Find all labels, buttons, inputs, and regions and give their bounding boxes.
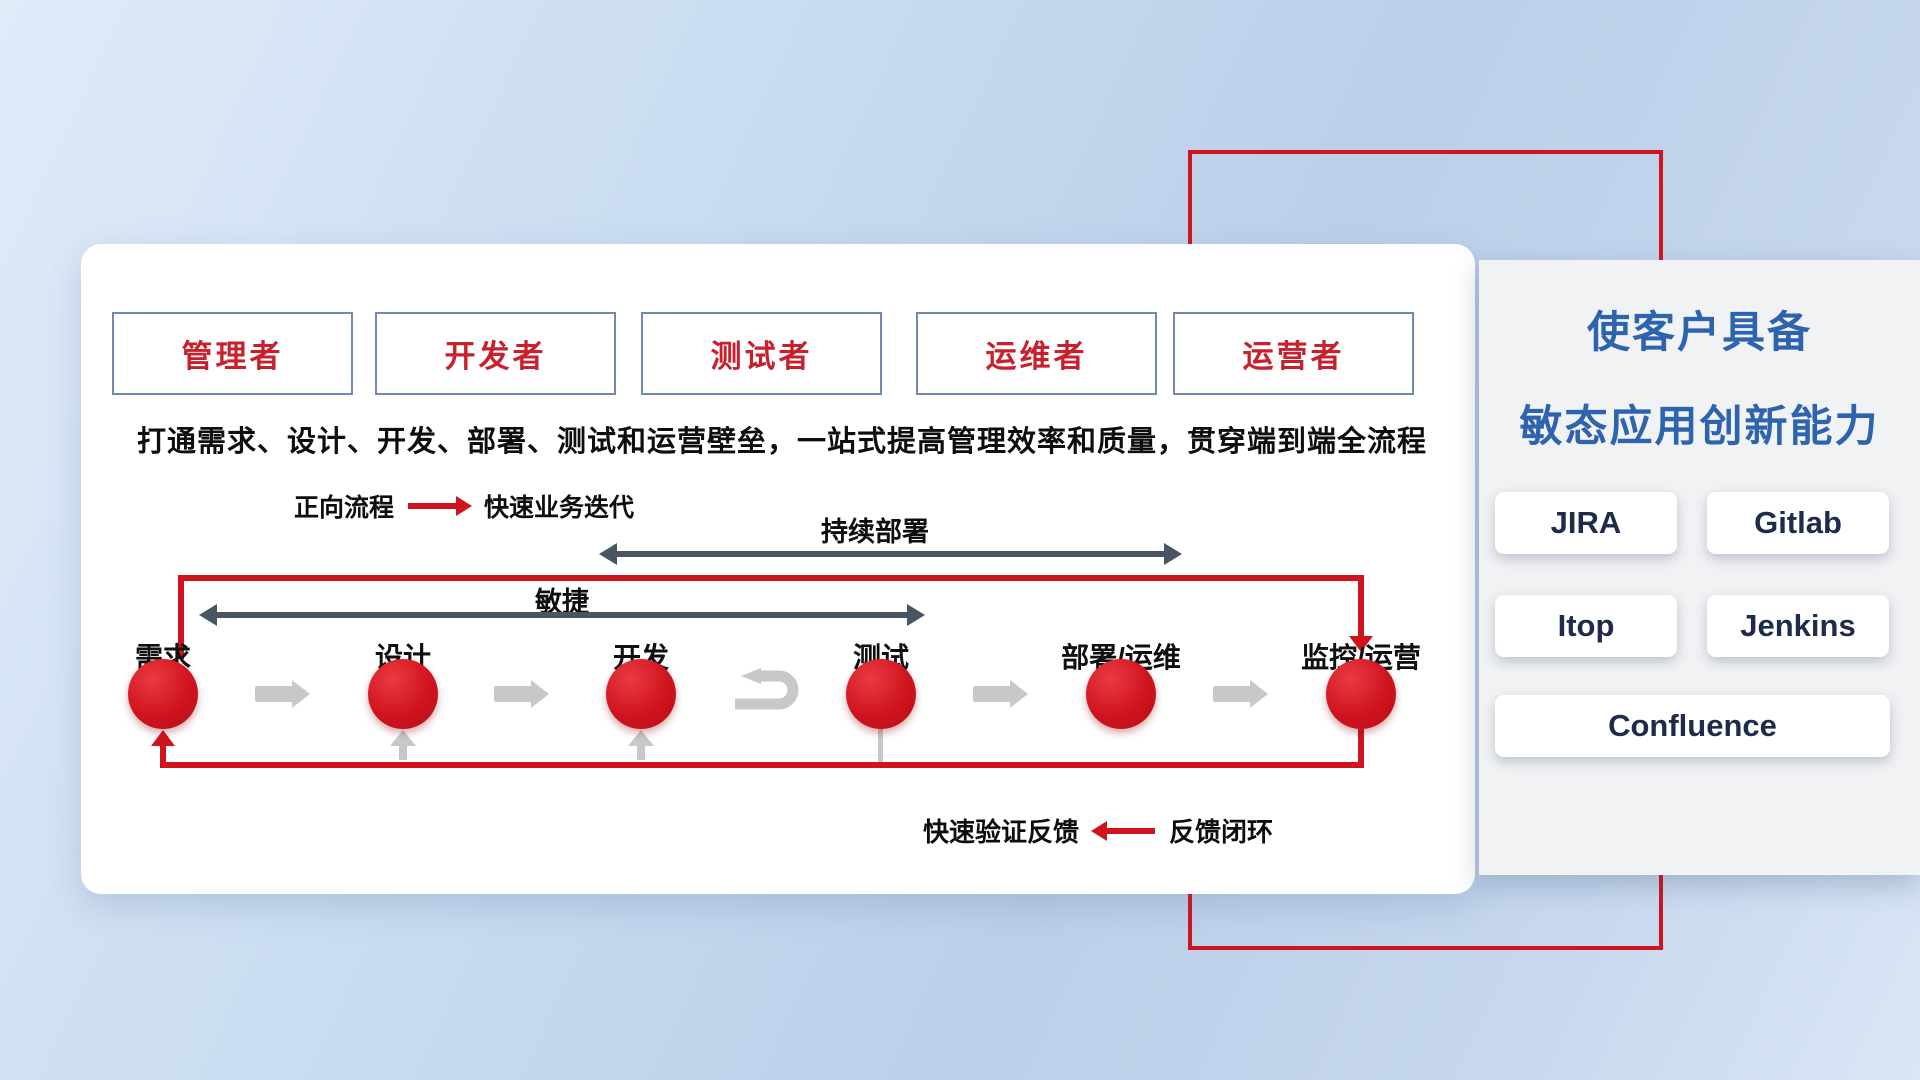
feedback-red-arrow-icon [1105, 827, 1156, 834]
node-circle-requirement [128, 659, 198, 729]
panel-title-line1: 使客户具备 [1587, 309, 1812, 357]
node-circle-deploy-ops [1086, 659, 1156, 729]
role-box-tester: 测试者 [641, 312, 882, 395]
forward-legend-desc: 快速业务迭代 [484, 494, 635, 522]
panel-title-line2: 敏态应用创新能力 [1519, 403, 1880, 451]
tool-gitlab: Gitlab [1707, 492, 1889, 554]
test-feedback-connector [878, 729, 883, 762]
forward-loop-left-segment [178, 575, 184, 659]
node-circle-design [368, 659, 438, 729]
feedback-legend-desc: 快速验证反馈 [923, 817, 1080, 847]
card-subtitle: 打通需求、设计、开发、部署、测试和运营壁垒，一站式提高管理效率和质量，贯穿端到端… [137, 426, 1428, 458]
gray-up-arrow-stem [399, 746, 407, 760]
node-circle-test [846, 659, 916, 729]
flow-arrow-icon [494, 686, 532, 702]
tool-jenkins: Jenkins [1707, 595, 1889, 657]
feedback-loop-left-segment [160, 744, 166, 762]
forward-red-arrow-icon [408, 503, 459, 509]
role-label: 管理者 [181, 339, 284, 374]
iterate-uturn-icon [735, 668, 799, 710]
tool-confluence: Confluence [1495, 695, 1890, 757]
forward-legend-label: 正向流程 [294, 494, 395, 522]
role-label: 运营者 [1242, 339, 1345, 374]
capability-panel: 使客户具备 敏态应用创新能力 JIRA Gitlab Itop Jenkins … [1479, 260, 1920, 875]
forward-loop-right-segment [1358, 575, 1364, 637]
flow-arrow-icon [255, 686, 293, 702]
feedback-legend: 快速验证反馈 反馈闭环 [923, 812, 1273, 849]
role-label: 开发者 [444, 339, 547, 374]
role-label: 测试者 [710, 339, 813, 374]
node-circle-monitor-op [1326, 659, 1396, 729]
role-box-ops: 运维者 [916, 312, 1157, 395]
feedback-legend-label: 反馈闭环 [1169, 817, 1274, 847]
gray-up-arrow-stem [637, 746, 645, 760]
role-label: 运维者 [985, 339, 1088, 374]
node-circle-develop [606, 659, 676, 729]
role-box-operator: 运营者 [1173, 312, 1414, 395]
tool-jira: JIRA [1495, 492, 1677, 554]
continuous-deploy-arrow [599, 543, 1182, 565]
forward-loop-arrowhead-icon [1349, 636, 1373, 652]
devops-flow-card: 管理者 开发者 测试者 运维者 运营者 打通需求、设计、开发、部署、测试和运营壁… [81, 244, 1475, 894]
continuous-deploy-label: 持续部署 [821, 517, 929, 547]
feedback-loop-right-segment [1358, 729, 1364, 762]
forward-legend: 正向流程 快速业务迭代 [294, 488, 634, 524]
flow-arrow-icon [1213, 686, 1251, 702]
feedback-loop-arrowhead-icon [151, 730, 175, 746]
feedback-loop-bottom-segment [160, 762, 1364, 768]
role-box-developer: 开发者 [375, 312, 616, 395]
agile-arrow [199, 604, 925, 626]
gray-up-arrow-icon [390, 730, 416, 746]
gray-up-arrow-icon [628, 730, 654, 746]
flow-arrow-icon [973, 686, 1011, 702]
tool-itop: Itop [1495, 595, 1677, 657]
forward-loop-top-segment [178, 575, 1364, 581]
role-box-manager: 管理者 [112, 312, 353, 395]
